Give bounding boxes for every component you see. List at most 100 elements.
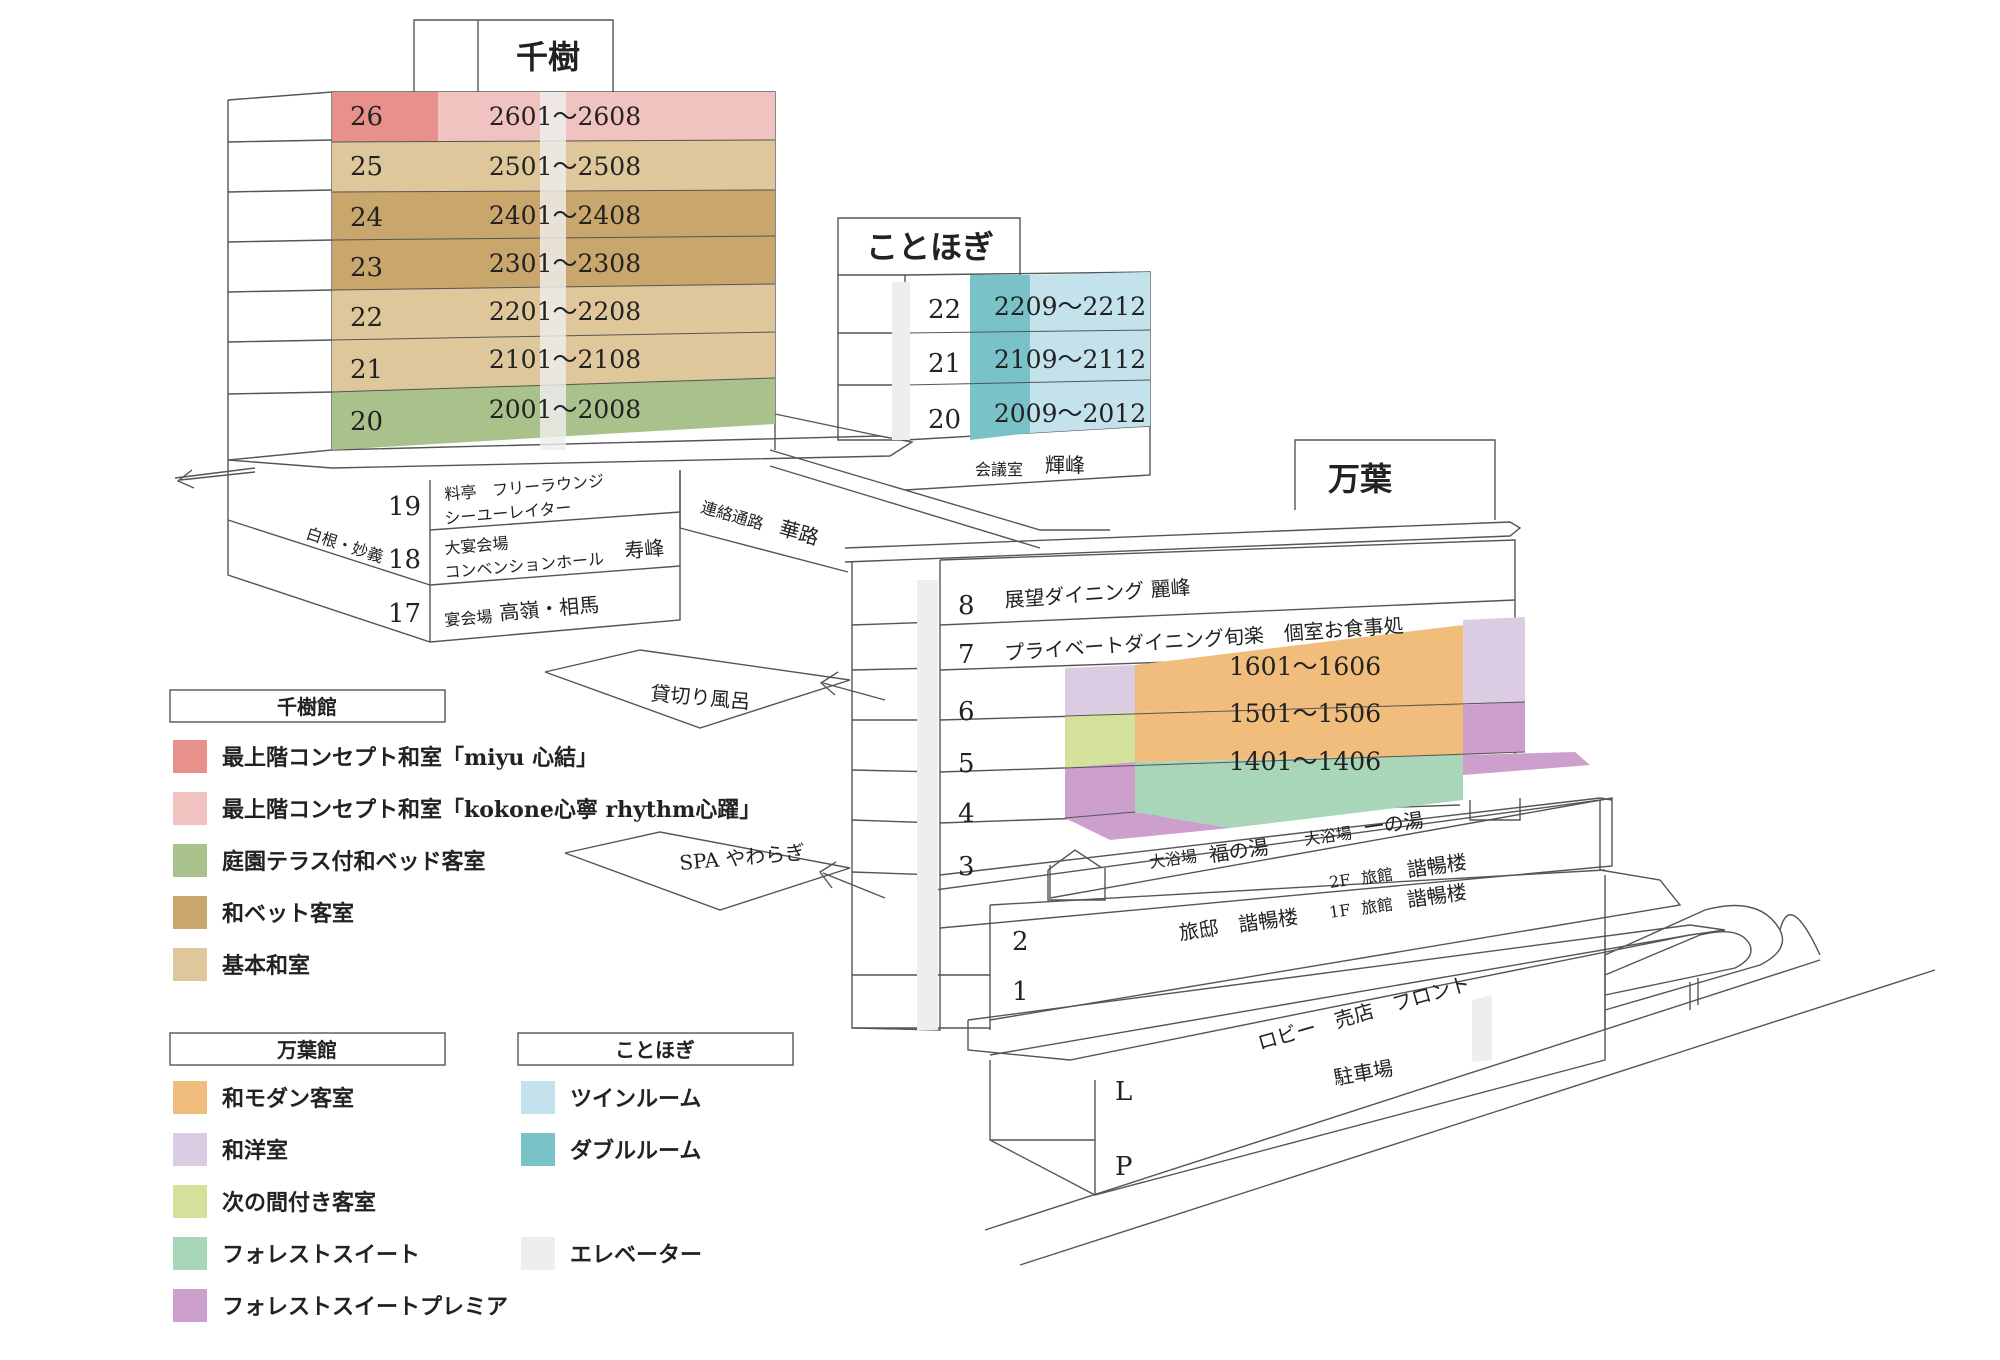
- senju-19-line1: 料亭 フリーラウンジ: [444, 471, 605, 504]
- senju-roof-box: [413, 19, 614, 92]
- legend-manyo-title: 万葉館: [276, 1038, 337, 1062]
- manyo-4-forest-floor: [1135, 780, 1463, 828]
- manyo-floor-2: 2: [1012, 927, 1029, 957]
- manyo-rooms-5: 1501～1506: [1229, 699, 1381, 728]
- senju-17-big: 高嶺・相馬: [498, 592, 600, 625]
- parking-label: 駐車場: [1332, 1056, 1395, 1090]
- manyo-floor-bands: [917, 580, 1590, 1062]
- senju-18-line1: 大宴会場: [444, 533, 509, 558]
- manyo-floor-8: 8: [958, 591, 975, 621]
- ryotei-2f-small: 旅館: [1360, 865, 1394, 888]
- senju-left-face: [227, 91, 333, 461]
- ryotei-1f: 1F: [1328, 900, 1352, 922]
- senju-room-range: 2001～2008: [489, 395, 641, 424]
- senju-side-label: 白根・妙義: [304, 524, 386, 567]
- bath-fukunoyu: 福の湯: [1207, 835, 1270, 867]
- legend-manyo-header-box: [169, 1032, 446, 1066]
- kotohogi-tower-name: ことほぎ: [866, 228, 994, 266]
- kotohogi-floor-22: 22: [928, 295, 961, 325]
- senju-floor-number: 22: [350, 303, 383, 333]
- senju-room-range: 2501～2508: [489, 152, 641, 181]
- kashikiri-label: 貸切り風呂: [650, 681, 752, 714]
- legend-label-elevator: エレベーター: [570, 1242, 702, 1268]
- manyo-floor-p: P: [1115, 1152, 1133, 1182]
- legend-swatch-kihon: [173, 948, 207, 981]
- kotohogi-base-big: 輝峰: [1045, 453, 1085, 477]
- manyo-rooms-6: 1601～1606: [1229, 652, 1381, 681]
- manyo-4-premier-left: [1065, 762, 1135, 818]
- senju-18-jubo: 寿峰: [623, 536, 665, 563]
- kotohogi-floor-20: 20: [928, 405, 961, 435]
- manyo-4-premier-floor: [1065, 812, 1230, 840]
- senju-terrace-ledge: [227, 435, 914, 469]
- senju-floor-number: 26: [350, 102, 383, 132]
- kotohogi-elevator: [892, 282, 910, 440]
- parking-block: [989, 940, 1606, 1196]
- legend-label-forest-premier: フォレストスイートプレミア: [222, 1294, 508, 1320]
- legend-swatch-miyu: [173, 740, 207, 773]
- manyo-5-premier-right: [1463, 702, 1525, 755]
- bath-annex: [939, 797, 1613, 929]
- legend-label-twin: ツインルーム: [570, 1086, 701, 1112]
- senju-room-range: 2201～2208: [489, 297, 641, 326]
- ryotei-2f: 2F: [1328, 870, 1352, 892]
- manyo-floor-4: 4: [958, 799, 975, 829]
- legend: 千樹館 最上階コンセプト和室「miyu 心結」 最上階コンセプト和室「kokon…: [169, 689, 794, 1322]
- legend-label-miyu: 最上階コンセプト和室「miyu 心結」: [222, 745, 598, 771]
- senju-floor-number: 20: [350, 407, 383, 437]
- kotohogi-rooms-20: 2009～2012: [994, 399, 1146, 428]
- manyo-roof-slab: [844, 521, 1522, 563]
- manyo-5-tsuginoma: [1065, 712, 1135, 768]
- manyo-lobby-elevator: [1472, 995, 1492, 1062]
- manyo-floor-l: L: [1115, 1077, 1132, 1107]
- lobby-label: ロビー 売店 フロント: [1255, 971, 1473, 1055]
- senju-room-range: 2101～2108: [489, 345, 641, 374]
- legend-swatch-wabed: [173, 896, 207, 929]
- senju-floor-18: 18: [388, 545, 421, 575]
- manyo-floor-7: 7: [958, 640, 975, 670]
- ground-line-1: [984, 959, 1821, 1231]
- kashikiri-slab: [544, 649, 851, 729]
- legend-senju-header-box: [169, 689, 446, 723]
- legend-label-kokone: 最上階コンセプト和室「kokone心寧 rhythm心躍」: [222, 797, 761, 823]
- kotohogi-roof-box: [837, 217, 1021, 275]
- ryotei-1f-small: 旅館: [1360, 895, 1394, 918]
- senju-floor-number: 24: [350, 203, 383, 233]
- legend-label-terrace: 庭園テラス付和ベッド客室: [222, 849, 486, 875]
- corridor-left: [679, 470, 849, 573]
- senju-26-miyu-band: [332, 92, 438, 142]
- legend-kotohogi-header-box: [517, 1032, 794, 1066]
- manyo-floor-5: 5: [958, 749, 975, 779]
- kotohogi-double-band: [970, 275, 1030, 440]
- legend-label-forest: フォレストスイート: [222, 1242, 420, 1268]
- manyo-roof-box: [1294, 439, 1496, 520]
- manyo-8-text: 展望ダイニング 麗峰: [1004, 575, 1192, 612]
- legend-label-wabed: 和ベット客室: [222, 901, 354, 927]
- spa-slab: [564, 831, 851, 911]
- legend-swatch-tsuginoma: [173, 1185, 207, 1218]
- manyo-floor-3: 3: [958, 852, 975, 882]
- senju-floor-number: 23: [350, 253, 383, 283]
- bath-ichinoyu: 一の湯: [1362, 808, 1425, 840]
- manyo-tower-name: 万葉: [1328, 460, 1393, 498]
- legend-label-wayo: 和洋室: [222, 1138, 288, 1164]
- manyo-5-modern-band: [1135, 705, 1463, 762]
- legend-swatch-wamodern: [173, 1081, 207, 1114]
- kotohogi-rooms-21: 2109～2112: [994, 345, 1146, 374]
- kotohogi-floor-bands: [892, 272, 1151, 440]
- legend-label-wamodern: 和モダン客室: [222, 1086, 354, 1112]
- senju-floor-17: 17: [388, 599, 421, 629]
- kotohogi-rooms-22: 2209～2212: [994, 292, 1146, 321]
- legend-label-double: ダブルルーム: [570, 1138, 701, 1164]
- senju-floor-number: 25: [350, 152, 383, 182]
- manyo-floor-6: 6: [958, 697, 975, 727]
- manyo-floor-1: 1: [1012, 977, 1029, 1007]
- senju-tower-name: 千樹: [516, 38, 580, 76]
- senju-19-line2: シーユーレイター: [444, 498, 573, 528]
- senju-floor-bands: [331, 92, 776, 450]
- manyo-rooms-4: 1401～1406: [1229, 747, 1381, 776]
- legend-swatch-terrace: [173, 844, 207, 877]
- senju-17-small: 宴会場: [444, 607, 493, 630]
- legend-swatch-kokone: [173, 792, 207, 825]
